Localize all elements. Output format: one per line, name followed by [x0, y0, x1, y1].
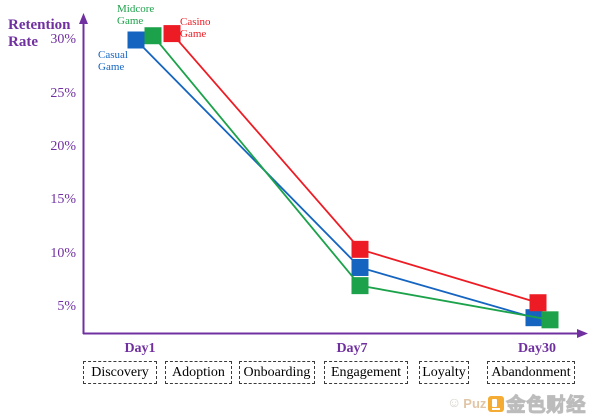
marker-1-Day1	[144, 27, 162, 45]
x-label-day30: Day30	[517, 341, 557, 356]
series-group	[127, 25, 559, 329]
marker-1-Day7	[351, 277, 369, 295]
smiley-icon: ☺	[447, 395, 462, 411]
marker-0-Day7	[351, 258, 369, 276]
legend-casino-game: Casino Game	[180, 16, 211, 40]
stage-box-abandonment: Abandonment	[487, 361, 575, 384]
x-label-day1: Day1	[124, 341, 156, 356]
stage-box-engagement: Engagement	[324, 361, 408, 384]
x-label-day7: Day7	[336, 341, 368, 356]
marker-2-Day7	[351, 240, 369, 258]
marker-2-Day1	[163, 25, 181, 43]
watermark-brand: 金色财经	[506, 395, 587, 417]
y-tick-10: 10%	[50, 246, 76, 261]
y-axis-arrow-icon	[79, 13, 88, 24]
y-tick-5: 5%	[57, 299, 76, 314]
page-title: Retention Rate	[8, 17, 71, 50]
marker-0-Day1	[127, 31, 145, 49]
marker-2-Day30	[529, 294, 547, 312]
y-tick-20: 20%	[50, 139, 76, 154]
y-tick-15: 15%	[50, 192, 76, 207]
stage-box-onboarding: Onboarding	[239, 361, 315, 384]
jinse-logo-icon	[488, 395, 505, 412]
watermark-prefix: Puz	[463, 396, 487, 411]
stage-box-loyalty: Loyalty	[419, 361, 469, 384]
series-line-0	[135, 39, 535, 319]
watermark: ☺ Puz 金色财经	[447, 390, 586, 417]
legend-midcore-game: Midcore Game	[117, 3, 155, 27]
y-tick-25: 25%	[50, 86, 76, 101]
stage-box-discovery: Discovery	[83, 361, 157, 384]
legend-casual-game: Casual Game	[98, 49, 128, 73]
stage-box-adoption: Adoption	[165, 361, 232, 384]
x-axis-arrow-icon	[577, 329, 588, 338]
y-tick-30: 30%	[50, 32, 76, 47]
marker-1-Day30	[541, 311, 559, 329]
